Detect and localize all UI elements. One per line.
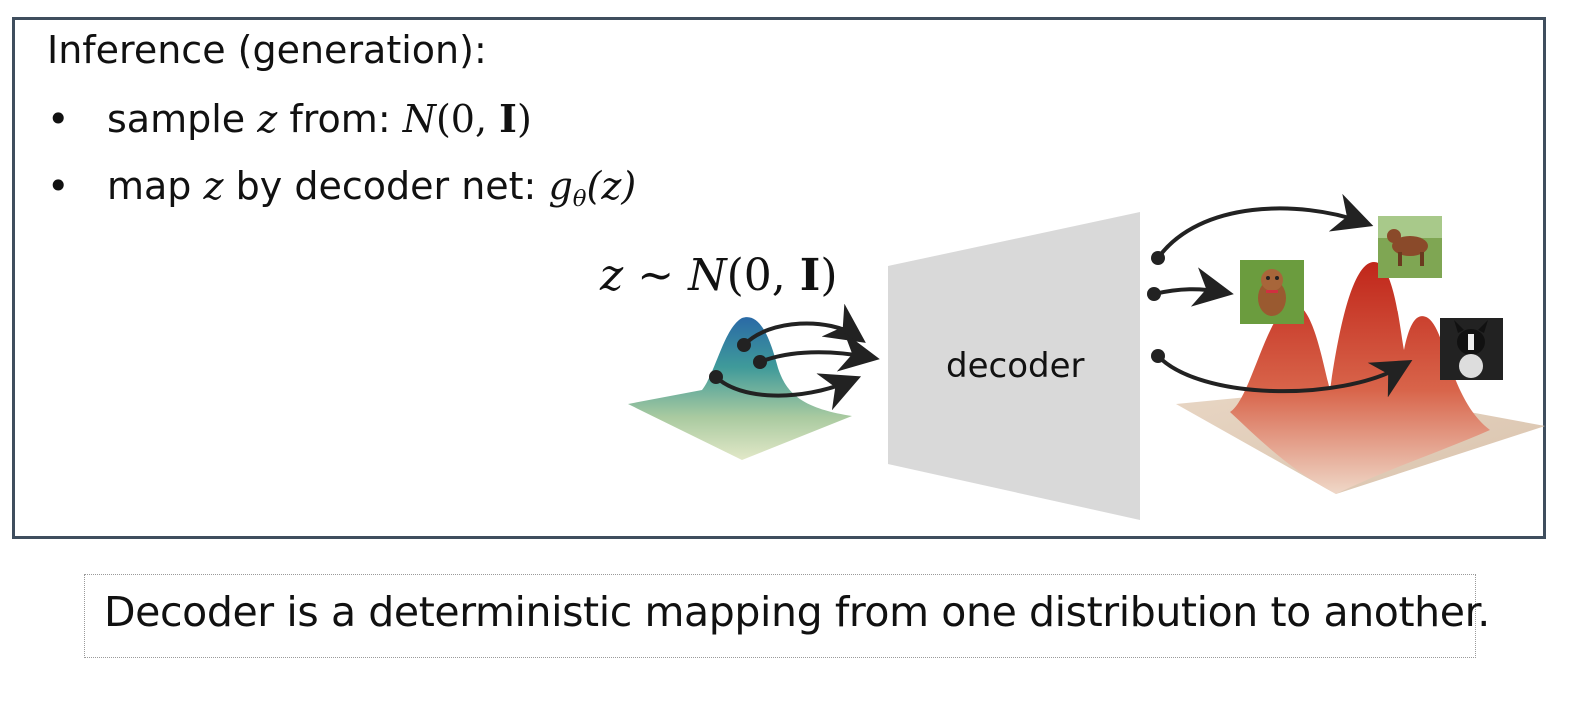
- bullet-sample-variable: z: [257, 97, 278, 141]
- source-arrows: [714, 303, 880, 411]
- bullet-sample-middle: from:: [289, 97, 391, 141]
- bullet-sample: • sample z from: N(0, I): [47, 96, 532, 141]
- dog-sitting-grass-thumbnail: [1240, 260, 1304, 324]
- slide-heading: Inference (generation):: [47, 28, 487, 72]
- bullet-marker: •: [47, 97, 70, 141]
- latent-distribution-label: z ∼ N(0, I): [600, 250, 838, 301]
- bullet-map: • map z by decoder net: gθ(z): [47, 164, 636, 212]
- decoder-function-formula: gθ(z): [548, 164, 637, 212]
- bullet-map-middle: by decoder net:: [235, 164, 537, 208]
- dog-black-white-thumbnail: [1440, 318, 1503, 380]
- dog-standing-grass-thumbnail: [1378, 216, 1442, 278]
- decoder-block: [888, 212, 1140, 520]
- bullet-map-prefix: map: [107, 164, 192, 208]
- bullet-sample-prefix: sample: [107, 97, 246, 141]
- normal-distribution-formula: N(0, I): [402, 96, 532, 141]
- target-sample-points: [1147, 251, 1165, 363]
- bullet-map-variable: z: [203, 164, 224, 208]
- source-sample-points: [709, 338, 767, 384]
- caption-box: [84, 574, 1476, 658]
- bullet-marker: •: [47, 164, 70, 208]
- decoder-label: decoder: [946, 346, 1085, 386]
- target-arrows: [1153, 193, 1413, 398]
- caption-text: Decoder is a deterministic mapping from …: [104, 588, 1490, 636]
